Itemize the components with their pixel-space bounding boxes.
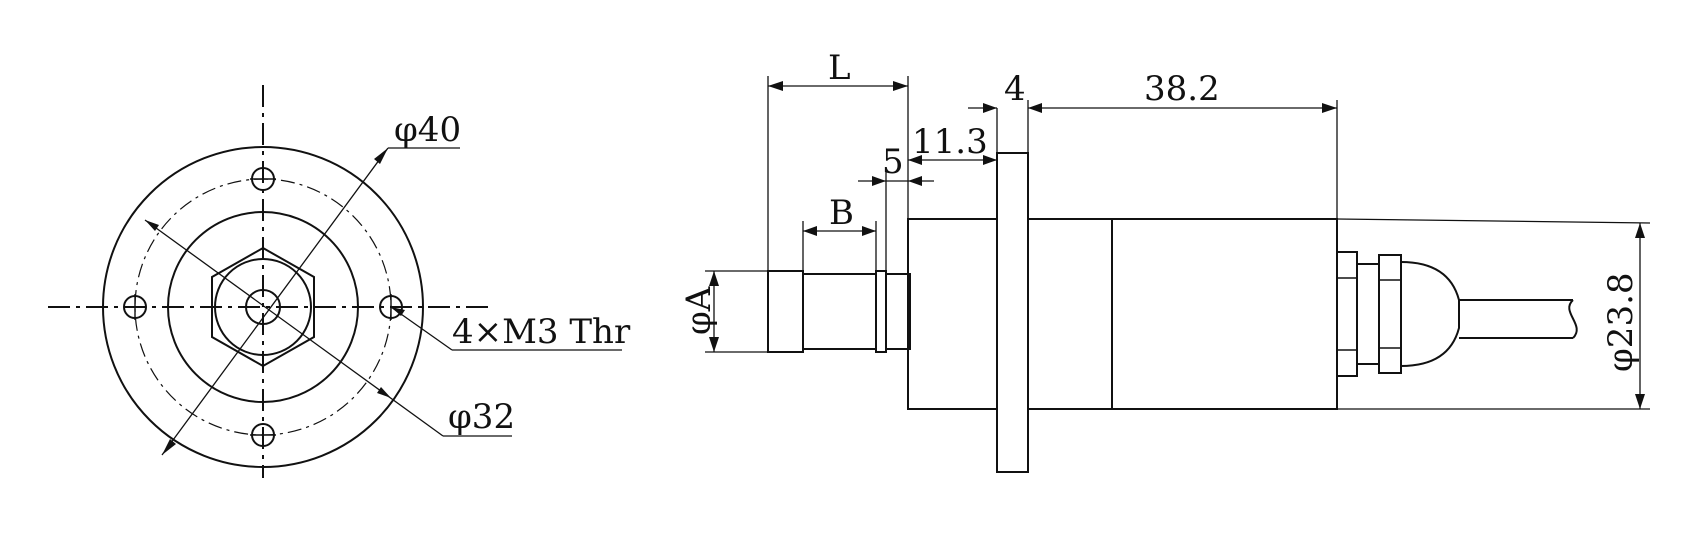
phi40-label: φ40 (394, 110, 461, 150)
side-view: φA L B 5 11.3 4 (679, 48, 1651, 473)
body-circle (167, 211, 359, 403)
shaft-groove-section (802, 273, 877, 350)
thread-label: 4×M3 Thr (452, 312, 631, 352)
dim-38-2-label: 38.2 (1144, 69, 1220, 109)
step-5-label: 5 (882, 142, 904, 182)
flange (996, 152, 1029, 473)
shaft-inner-circle (245, 289, 281, 325)
gland-nut-1 (1336, 251, 1358, 377)
outer-circle (102, 146, 424, 468)
gland-nut-3 (1378, 254, 1402, 374)
cable-gland (1336, 251, 1460, 377)
phi40-leader (161, 147, 389, 456)
mounting-holes (123, 167, 403, 447)
shaft-ring (875, 270, 887, 353)
gland-dome (1400, 261, 1460, 367)
phiA-label: φA (679, 286, 719, 335)
front-view: φ40 φ32 4×M3 Thr (48, 85, 631, 478)
shaft-tip (767, 270, 804, 353)
housing-front (907, 218, 998, 410)
shaft-step (885, 273, 911, 350)
dim-11-3-label: 11.3 (912, 122, 988, 162)
phi32-leader (144, 219, 444, 437)
phi23-8-label: φ23.8 (1601, 272, 1641, 372)
B-label: B (829, 193, 854, 233)
shaft-outer-circle (214, 258, 312, 356)
flange-4-label: 4 (1004, 69, 1026, 109)
housing-cap (1111, 218, 1338, 410)
housing-body (1027, 218, 1113, 410)
gland-nut-2 (1356, 263, 1380, 365)
hex-nut (211, 246, 315, 368)
cable-break (1568, 299, 1578, 339)
phi32-label: φ32 (448, 397, 515, 437)
L-label: L (828, 48, 851, 88)
